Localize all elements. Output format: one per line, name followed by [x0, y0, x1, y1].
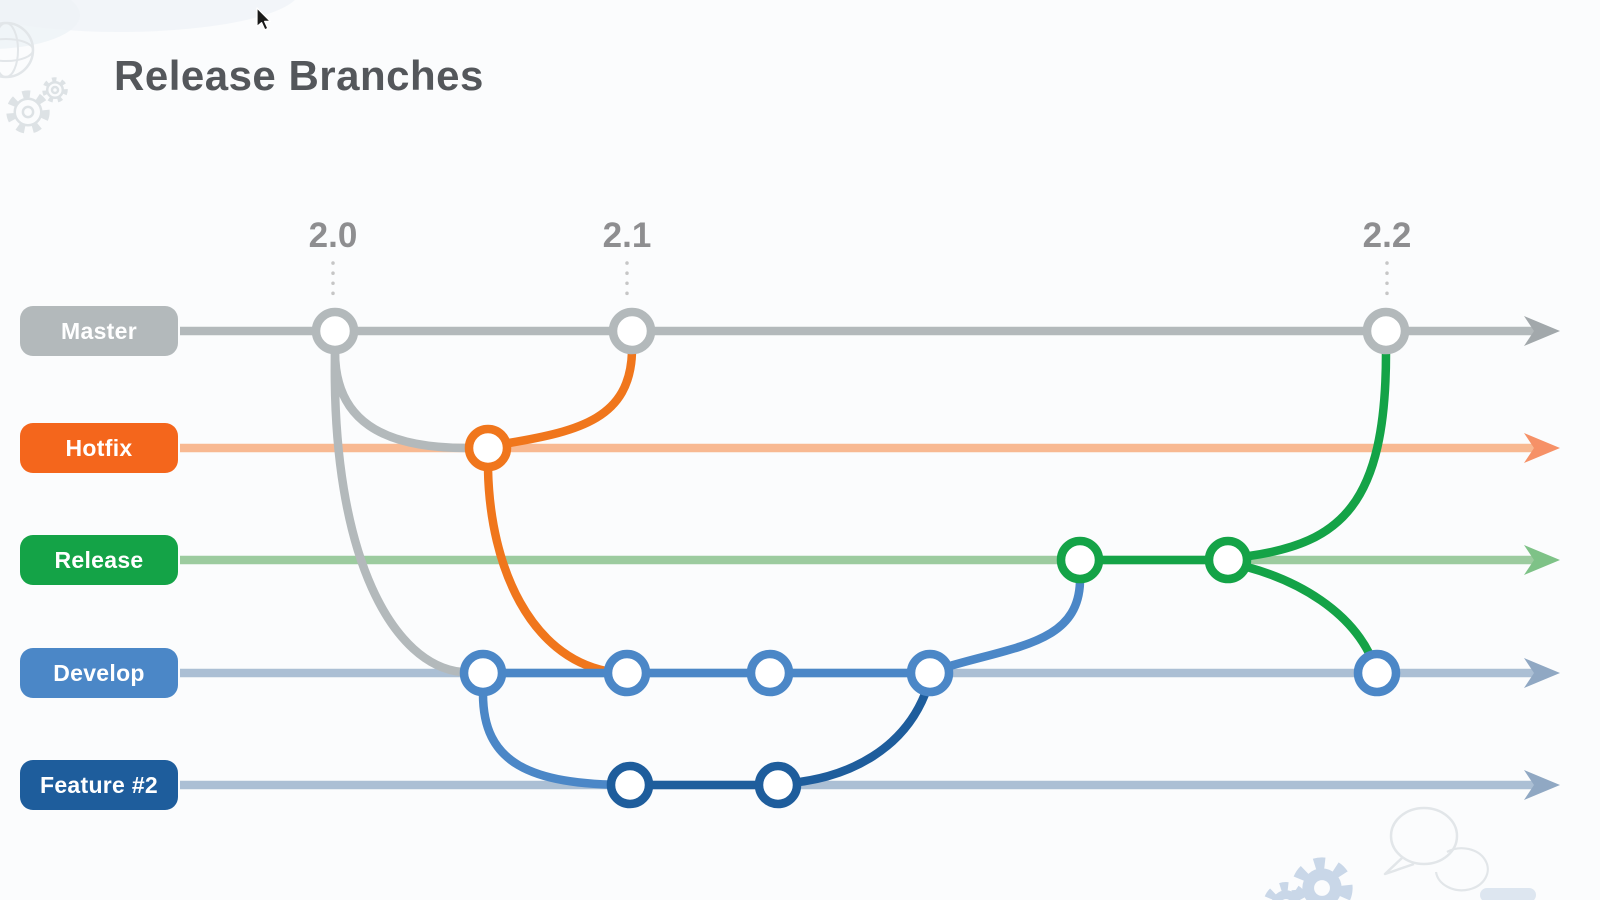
commit-node-develop — [459, 649, 507, 697]
merge-hotfix-to-develop — [483, 464, 611, 676]
gear-icon — [42, 77, 68, 103]
commit-node-develop — [906, 649, 954, 697]
merge-hotfix-to-master2.1 — [504, 347, 637, 448]
merge-feature2-to-develop — [773, 689, 930, 789]
branch-label-text: Master — [61, 317, 137, 344]
commit-node-feature2 — [754, 761, 802, 809]
gear-icon — [45, 80, 65, 100]
arrowhead-develop — [1524, 658, 1560, 688]
commit-node-release — [1056, 536, 1104, 584]
gear-icon — [1314, 880, 1330, 896]
gear-icon — [1291, 857, 1353, 900]
version-tag-2.2: 2.2 — [1362, 216, 1412, 255]
branch-label-develop: Develop — [20, 648, 178, 698]
gear-icon — [1263, 882, 1309, 900]
branch-label-feature2: Feature #2 — [20, 760, 178, 810]
branch-develop-to-feature2 — [478, 689, 635, 790]
branch-label-release: Release — [20, 535, 178, 585]
merge-release-to-master2.2 — [1244, 348, 1391, 561]
gear-icon — [13, 97, 43, 127]
commit-node-develop — [1353, 649, 1401, 697]
gear-icon — [50, 85, 60, 95]
arrowhead-hotfix — [1524, 433, 1560, 463]
commit-node-develop — [746, 649, 794, 697]
arrowhead-feature2 — [1524, 770, 1560, 800]
decoration-shape — [1480, 888, 1536, 900]
arrowhead-release — [1524, 545, 1560, 575]
branch-label-hotfix: Hotfix — [20, 423, 178, 473]
branch-master2.0-to-develop — [330, 347, 467, 677]
commit-node-master — [311, 307, 359, 355]
branch-label-master: Master — [20, 306, 178, 356]
branch-master2.0-to-hotfix — [330, 347, 471, 453]
gear-icon — [6, 90, 50, 134]
branch-label-text: Develop — [53, 659, 145, 686]
gear-icon — [1272, 890, 1300, 900]
merge-develop-to-release — [945, 577, 1085, 671]
commit-node-master — [608, 307, 656, 355]
commit-node-hotfix — [464, 424, 512, 472]
commit-node-feature2 — [606, 761, 654, 809]
arrowhead-master — [1524, 316, 1560, 346]
branch-label-text: Feature #2 — [39, 771, 159, 798]
gear-icon — [21, 105, 35, 119]
commit-node-develop — [603, 649, 651, 697]
speech-bubble-icon — [1434, 847, 1489, 892]
globe-icon — [0, 22, 19, 78]
branch-label-text: Hotfix — [65, 434, 133, 461]
speech-bubble-icon — [1383, 857, 1415, 876]
cloud-decoration — [0, 0, 80, 49]
commit-node-release — [1204, 536, 1252, 584]
speech-bubble-icon — [1389, 806, 1459, 866]
commit-node-master — [1362, 307, 1410, 355]
version-tag-2.0: 2.0 — [308, 216, 358, 255]
globe-icon — [0, 38, 34, 62]
version-tag-2.1: 2.1 — [602, 216, 652, 255]
merge-release-to-develop — [1242, 562, 1374, 658]
page-title: Release Branches — [114, 52, 484, 99]
branch-label-text: Release — [54, 546, 144, 573]
mouse-cursor — [256, 7, 271, 31]
